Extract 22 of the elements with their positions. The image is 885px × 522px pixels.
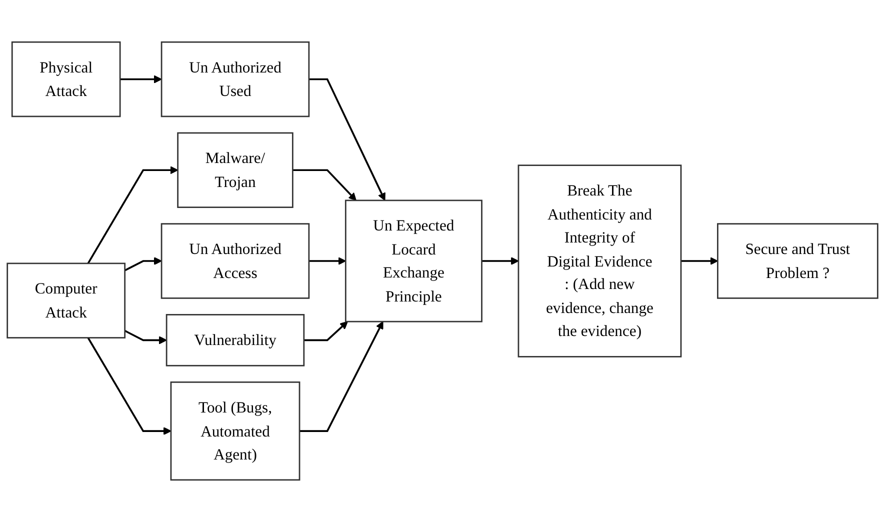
arrow — [87, 166, 178, 264]
arrow — [308, 78, 386, 201]
arrow — [680, 256, 718, 266]
arrow — [482, 256, 519, 266]
node-box — [177, 132, 294, 208]
node-box — [170, 381, 300, 481]
node-box — [518, 164, 682, 358]
node-box — [160, 223, 310, 299]
arrow — [124, 256, 162, 272]
node-box — [717, 223, 878, 299]
arrow — [120, 75, 162, 84]
arrow — [124, 330, 167, 344]
arrow — [300, 321, 384, 432]
arrow — [292, 169, 356, 201]
node-box — [160, 41, 310, 118]
node-box — [11, 41, 121, 118]
node-box — [166, 314, 305, 366]
node-box — [6, 262, 126, 338]
arrow — [87, 337, 172, 436]
arrow — [304, 321, 348, 342]
arrow — [308, 256, 346, 266]
node-box — [344, 200, 482, 322]
